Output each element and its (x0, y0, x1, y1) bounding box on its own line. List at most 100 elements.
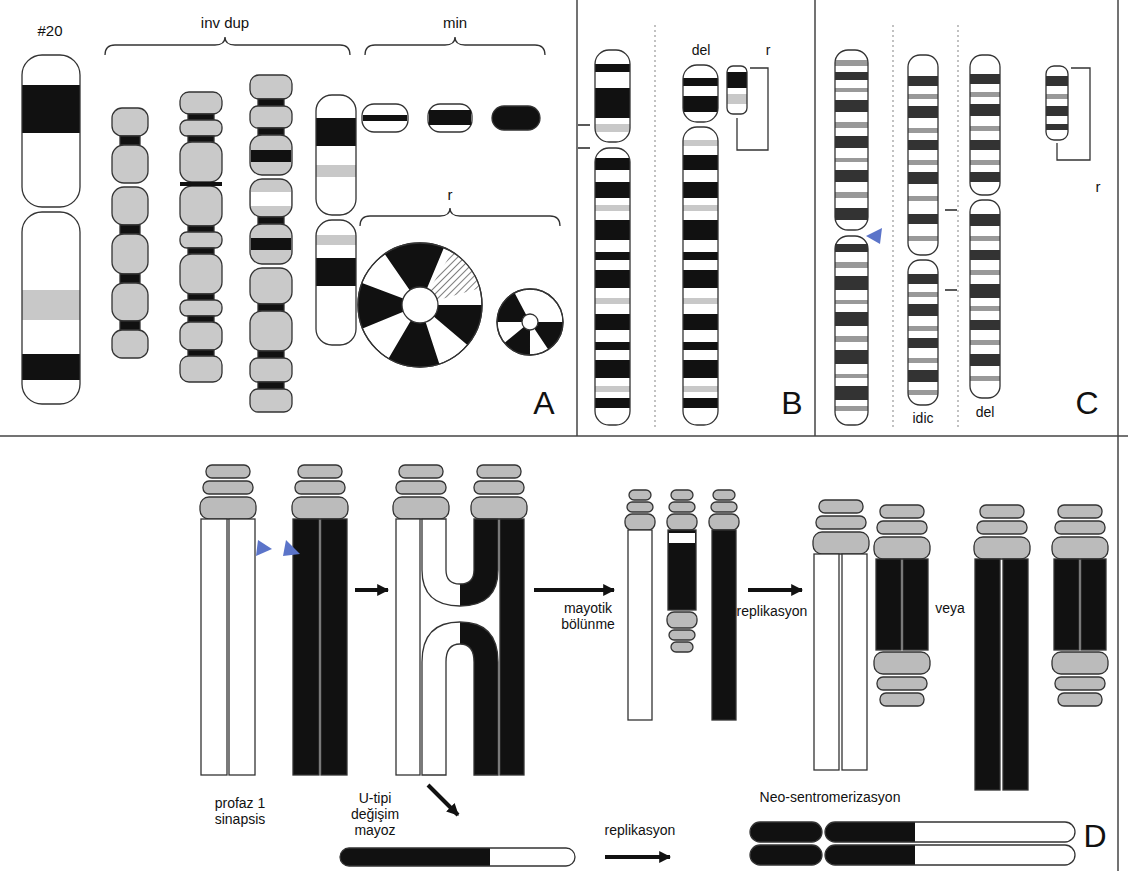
replicated-products (903, 559, 928, 650)
inv-dup-chromosome (112, 330, 148, 358)
inv-dup-chromosome (180, 186, 222, 226)
normal-chromosome (595, 252, 630, 260)
normal-chromosome (595, 64, 630, 408)
brace (105, 37, 350, 55)
chromosome-20 (22, 85, 80, 133)
neocentric-chromosome (825, 845, 915, 865)
replicated-products (842, 554, 867, 770)
inv-dup-chromosome (188, 294, 214, 300)
dotted-divider (892, 25, 893, 430)
chromosome-20 (22, 55, 80, 207)
step-label: profaz 1 sinapsis (195, 795, 285, 827)
dotted-divider (654, 25, 655, 430)
isodicentric-chromosome (908, 55, 938, 255)
normal-chromosome (835, 350, 868, 364)
inv-dup-chromosome (120, 225, 140, 234)
normal-chromosome (835, 122, 868, 128)
satellite-caps (200, 497, 256, 519)
normal-chromosome (595, 298, 630, 304)
replicated-products (1055, 521, 1105, 534)
deleted-chromosome (683, 127, 718, 425)
inv-dup-chromosome (258, 304, 284, 311)
inv-dup-chromosome (188, 248, 214, 254)
inv-dup-chromosome (180, 356, 222, 382)
inv-dup-chromosome (316, 95, 356, 215)
normal-chromosome (595, 398, 630, 408)
normal-chromosome (835, 276, 868, 290)
inv-dup-chromosome (316, 165, 356, 177)
normal-chromosome (595, 158, 630, 170)
isodicentric-chromosome (945, 289, 957, 291)
inv-dup-chromosome (250, 75, 292, 412)
panel-borders (0, 435, 1128, 437)
u-type-exchange (422, 519, 498, 606)
step-label: mayotik bölünme (553, 600, 623, 632)
deleted-chromosome (970, 74, 1000, 84)
deleted-chromosome (970, 200, 1000, 398)
inv-dup-chromosome (316, 235, 356, 245)
inv-dup-chromosome (258, 217, 284, 224)
inv-dup-chromosome (250, 224, 292, 264)
breakpoint-tick (578, 147, 590, 149)
deleted-chromosome (683, 78, 718, 86)
replicated-products (980, 505, 1024, 518)
ring-fragment (727, 66, 768, 150)
replicated-products (1052, 652, 1108, 674)
deleted-chromosome (970, 160, 1000, 165)
isodicentric-chromosome (908, 236, 938, 241)
satellite-caps (292, 497, 348, 519)
replicated-products (876, 559, 901, 650)
ring-fragment (1046, 66, 1090, 160)
normal-chromosome (595, 124, 630, 392)
replicated-products (880, 693, 924, 706)
process-arrow (355, 588, 388, 592)
neocentric-chromosome (750, 822, 1075, 865)
inv-dup-chromosome (250, 389, 292, 412)
normal-chromosome (835, 192, 868, 198)
normal-chromosome (835, 60, 868, 66)
panel-borders (814, 0, 816, 436)
normal-chromosome (835, 300, 868, 304)
satellite-caps (298, 465, 342, 478)
normal-chromosome (595, 314, 630, 330)
inv-dup-chromosome (112, 108, 148, 136)
breakpoint-tick (578, 125, 590, 148)
normal-chromosome (835, 50, 868, 230)
isodicentric-chromosome (908, 292, 938, 297)
panel-borders (1117, 0, 1119, 871)
normal-chromosome (595, 182, 630, 198)
deleted-chromosome (683, 220, 718, 240)
normal-chromosome (835, 336, 868, 342)
isodicentric-chromosome (908, 304, 938, 316)
deleted-chromosome (970, 376, 1000, 381)
deleted-chromosome (683, 65, 718, 122)
mini-chromosome (429, 110, 471, 125)
deleted-chromosome (683, 398, 718, 408)
inv-dup-chromosome (112, 283, 148, 321)
deleted-chromosome (970, 92, 1000, 97)
deleted-chromosome (970, 354, 1000, 366)
ring-fragment (727, 94, 747, 104)
deleted-chromosome (970, 284, 1000, 298)
neocentric-chromosome (835, 822, 915, 842)
mini-chromosome (362, 104, 408, 132)
deleted-chromosome (683, 127, 718, 425)
replicated-products (1054, 559, 1079, 650)
isodicentric-chromosome (908, 76, 938, 382)
chromosome-label: del (965, 404, 1005, 420)
meiotic-products (667, 612, 697, 628)
replicated-products (1003, 559, 1028, 790)
inv-dup-chromosome (316, 118, 356, 146)
inv-dup-chromosome (112, 108, 148, 358)
group-label: inv dup (185, 14, 265, 31)
isodicentric-chromosome (908, 76, 938, 86)
normal-chromosome (595, 50, 630, 425)
inv-dup-chromosome (250, 311, 292, 351)
chromosome-label: del (680, 42, 722, 58)
isodicentric-chromosome (908, 260, 938, 405)
ring-chromosome (497, 289, 563, 355)
sister-chromatids (229, 519, 255, 775)
deleted-chromosome (970, 140, 1000, 150)
